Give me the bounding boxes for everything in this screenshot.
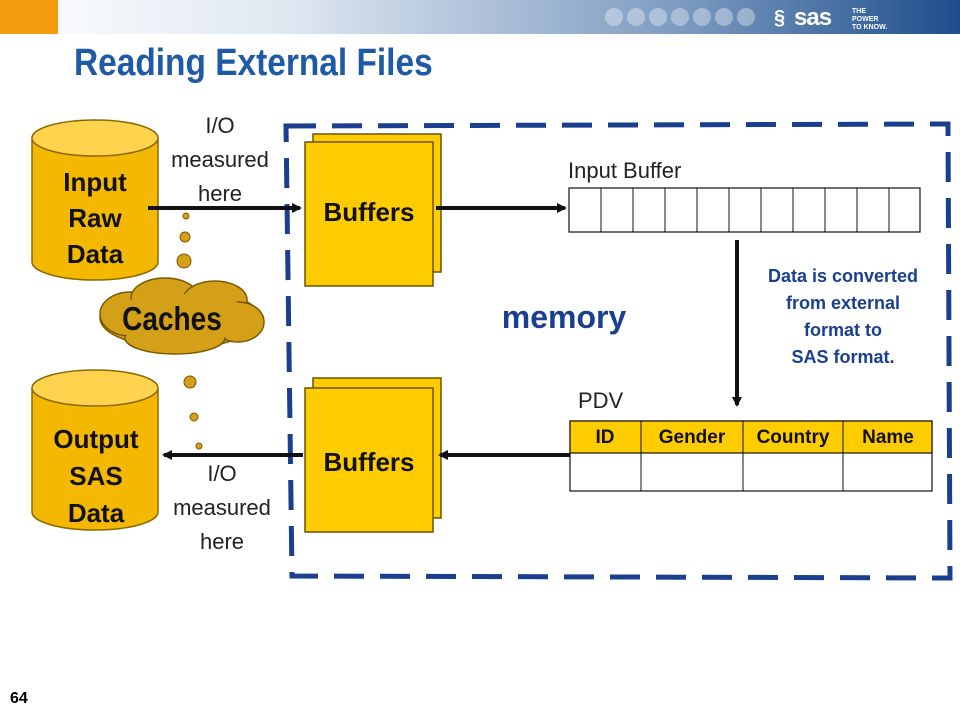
cache-bubble-dots-bottom: [183, 375, 203, 450]
conversion-note-line-1: Data is converted: [768, 266, 918, 286]
output-cylinder-line-3: Data: [68, 498, 125, 528]
memory-label: memory: [502, 299, 627, 335]
buffers-box-bottom: Buffers: [304, 377, 442, 533]
caches-label: Caches: [122, 301, 222, 338]
conversion-note-line-2: from external: [786, 293, 900, 313]
input-cylinder-line-3: Data: [67, 239, 124, 269]
top-banner: [0, 0, 960, 34]
buffers-bottom-label: Buffers: [323, 447, 414, 477]
caches-cloud: Caches: [99, 277, 265, 355]
buffers-top-label: Buffers: [323, 197, 414, 227]
page-number: 64: [10, 690, 28, 707]
input-cylinder-line-2: Raw: [68, 203, 122, 233]
pdv-column-header: Country: [757, 427, 830, 448]
pdv-table: ID Gender Country Name: [569, 420, 933, 492]
buffers-box-top: Buffers: [304, 133, 442, 287]
output-cylinder-line-2: SAS: [69, 461, 122, 491]
io-top-line-3: here: [198, 181, 242, 206]
sas-logo-tagline: THE POWER TO KNOW.: [852, 8, 888, 31]
cache-bubble-dots-top: [176, 212, 192, 269]
sas-logo: § sas THE POWER TO KNOW.: [772, 4, 952, 32]
pdv-column-header: Gender: [659, 427, 726, 448]
page-title: Reading External Files: [74, 42, 433, 84]
io-measured-label-top: I/O measured here: [171, 113, 269, 206]
conversion-note: Data is converted from external format t…: [768, 266, 918, 367]
pdv-label: PDV: [578, 388, 624, 413]
orange-accent-block: [0, 0, 58, 34]
pdv-column-header: ID: [596, 427, 615, 448]
conversion-note-line-3: format to: [804, 320, 882, 340]
io-bottom-line-1: I/O: [207, 461, 236, 486]
input-cylinder-line-1: Input: [63, 167, 127, 197]
io-bottom-line-3: here: [200, 529, 244, 554]
sas-swirl-icon: §: [774, 7, 786, 29]
input-buffer-grid: [568, 187, 921, 233]
io-top-line-1: I/O: [205, 113, 234, 138]
output-cylinder-line-1: Output: [53, 424, 139, 454]
memory-region-border: [283, 121, 953, 581]
sas-logo-word: sas: [794, 4, 832, 31]
io-top-line-2: measured: [171, 147, 269, 172]
output-sas-data-cylinder: Output SAS Data: [31, 369, 159, 531]
io-measured-label-bottom: I/O measured here: [173, 461, 271, 554]
io-bottom-line-2: measured: [173, 495, 271, 520]
input-raw-data-cylinder: Input Raw Data: [31, 119, 159, 281]
conversion-note-line-4: SAS format.: [791, 347, 894, 367]
input-buffer-label: Input Buffer: [568, 158, 681, 183]
pdv-column-header: Name: [862, 427, 914, 448]
